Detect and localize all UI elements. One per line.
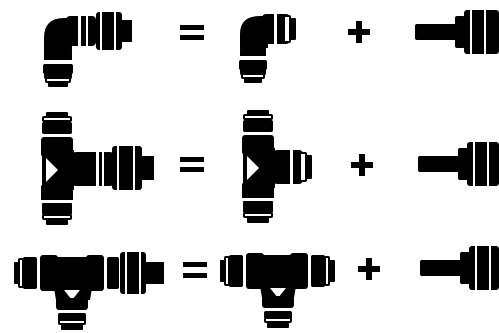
threaded-stem-adapter [420, 246, 499, 290]
branch-tee-fitting [220, 253, 335, 328]
threaded-stem-adapter [415, 10, 499, 54]
equals-sign [180, 25, 204, 40]
row-1 [42, 10, 499, 87]
assembled-elbow-fitting [42, 12, 132, 87]
plus-sign [348, 21, 370, 43]
elbow-fitting [238, 13, 296, 83]
plus-sign [351, 154, 373, 176]
threaded-stem-adapter [418, 142, 499, 186]
equals-sign [180, 157, 204, 172]
assembled-tee-fitting [41, 112, 154, 225]
assembled-branch-tee-fitting [14, 252, 164, 330]
row-3 [14, 246, 499, 330]
tee-fitting [242, 110, 312, 223]
row-2 [41, 110, 499, 225]
plus-sign [358, 258, 380, 280]
equals-sign [183, 262, 207, 278]
